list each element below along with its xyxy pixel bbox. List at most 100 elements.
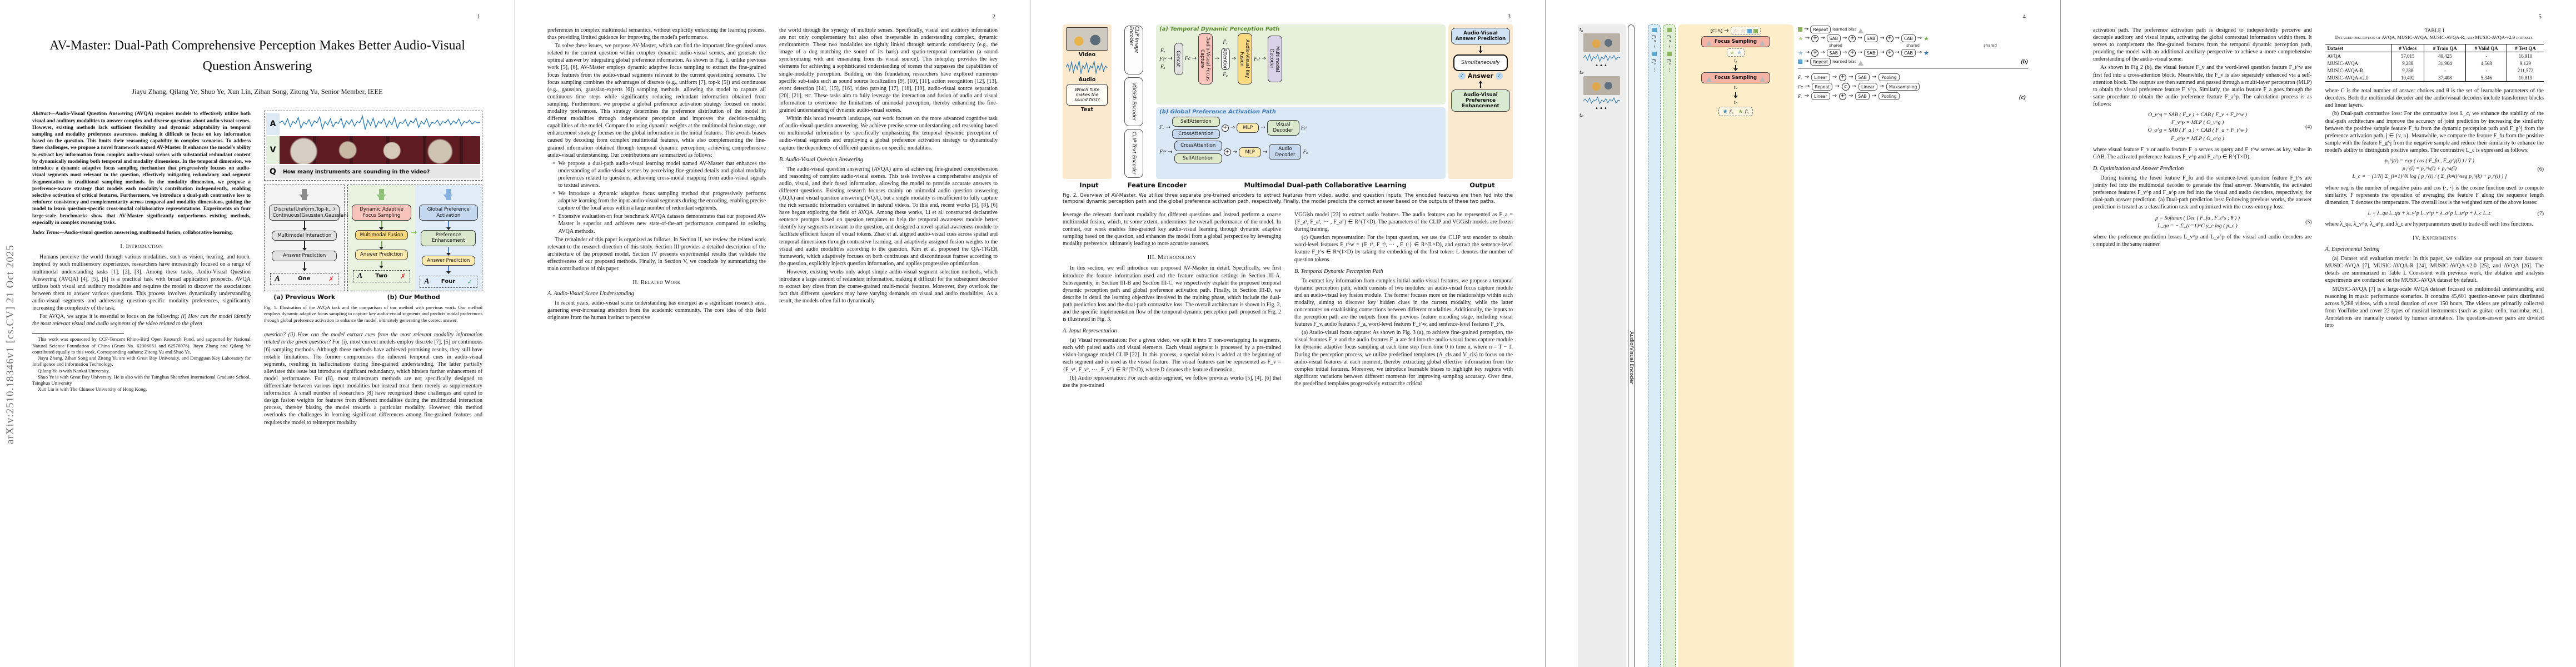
multimodal-decoder-box: Multimodal Decoder bbox=[1267, 36, 1282, 82]
feature-ftw-label: Fₜʷ bbox=[1159, 150, 1167, 156]
page-3: 3 Video Audio Which flute makes the soun… bbox=[1030, 0, 1546, 667]
mlp-box: MLP bbox=[1239, 147, 1262, 157]
self-attention-box: SelfAttention bbox=[1174, 153, 1222, 164]
arrow-right-icon: → bbox=[1871, 74, 1877, 80]
arrow-right-icon: → bbox=[1804, 26, 1809, 32]
eq5-line2: L_qa = − Σ_(c=1)^C y_c log ( p_c ) bbox=[2158, 222, 2238, 229]
visual-feature-icon bbox=[1798, 27, 1802, 32]
bullet-icon: • bbox=[553, 213, 555, 220]
arrow-down-icon bbox=[1733, 92, 1738, 98]
feature-fts-label: Fₜˢ bbox=[1301, 125, 1307, 131]
ellipsis: ⋮ bbox=[1652, 67, 1657, 73]
p2-c2-paragraph-1: the world through the synergy of multipl… bbox=[779, 27, 998, 114]
page5-col2: TABLE I Detailed description of AVQA, MU… bbox=[2325, 27, 2544, 330]
cab-box: CAB bbox=[1901, 34, 1916, 42]
table-header-row: Dataset # Videos # Train QA # Valid QA #… bbox=[2325, 44, 2544, 53]
fig2-stage-labels: Input Feature Encoder Multimodal Dual-pa… bbox=[1063, 181, 1513, 189]
cell: 5,346 bbox=[2465, 74, 2507, 82]
cell: - bbox=[2465, 52, 2507, 60]
question-note: Which flute makes the sound first? bbox=[1067, 84, 1108, 106]
page2-col2: the world through the synergy of multipl… bbox=[779, 27, 998, 322]
page3-col2: VGGish model [23] to extract audio featu… bbox=[1294, 211, 1513, 390]
section-2b-heading: B. Audio-Visual Question Answering bbox=[779, 156, 864, 163]
index-terms: Index Terms—Audio-visual question answer… bbox=[32, 230, 251, 236]
fig3-right-area: → Repeat learned bias ★ → + → SAB → bbox=[1798, 24, 2028, 667]
check-icon: ✓ bbox=[1495, 72, 1503, 79]
intro-p2-normal: For AVQA, we argue it is essential to fo… bbox=[39, 313, 181, 320]
cell: - bbox=[2424, 67, 2466, 74]
audio-visual-preference-enhancement-box: Audio-Visual Preference Enhancement bbox=[1451, 89, 1510, 112]
video-label: Video bbox=[1078, 52, 1096, 58]
p3-c1-paragraph-1: leverage the relevant dominant modality … bbox=[1063, 211, 1281, 247]
p5-c2-paragraph-2: (b) Dual-path contrastive loss: For the … bbox=[2325, 111, 2544, 153]
learned-bias-icon bbox=[1706, 74, 1712, 82]
sab-box: SAB bbox=[1864, 49, 1879, 57]
arrow-down-icon bbox=[376, 189, 387, 201]
learned-bias-icon bbox=[1760, 74, 1765, 82]
bullet-text: Extensive evaluation on four benchmark A… bbox=[558, 213, 766, 235]
global-preference-activation-path: (b) Global Preference Activation Path Fᵥ… bbox=[1156, 107, 1446, 179]
feature-fts-label: Fₜˢ bbox=[1253, 56, 1260, 62]
col-videos: # Videos bbox=[2391, 44, 2424, 53]
section-3d-heading: D. Optimization and Answer Prediction bbox=[2093, 166, 2184, 172]
ellipsis: ⋮ bbox=[1652, 44, 1657, 49]
audio-visual-focus-capture-box: Audio-Visual Focus Capture bbox=[1198, 33, 1213, 84]
feature-fvk-label: Fᵥᵏ bbox=[1666, 58, 1672, 64]
cell: 9,288 bbox=[2391, 59, 2424, 67]
arrow-down-icon bbox=[299, 189, 310, 201]
time-t0-label: t₀ bbox=[1734, 58, 1737, 63]
arrow-right-icon: → bbox=[1805, 35, 1810, 41]
col2-normal-text: For (i), most current models employ disc… bbox=[264, 339, 482, 426]
plus-circle-icon: + bbox=[1811, 34, 1819, 42]
fig1-label-b: (b) Our Method bbox=[387, 293, 440, 301]
dynamic-adaptive-focus-sampling-box: Dynamic Adaptive Focus Sampling bbox=[352, 205, 411, 221]
audio-feature-icon bbox=[1747, 28, 1752, 33]
contribution-bullet-3: •Extensive evaluation on four benchmark … bbox=[553, 213, 766, 235]
cab-box: CAB bbox=[1901, 49, 1916, 57]
feature-fc-label: Fᴄ bbox=[1798, 84, 1803, 89]
section-2a-heading: A. Audio-Visual Scene Understanding bbox=[547, 291, 634, 297]
answer-letter: A bbox=[275, 274, 280, 283]
page-number: 3 bbox=[1507, 13, 1511, 20]
audio-visual-key-fusion-box: Audio-Visual Key Fusion bbox=[1237, 33, 1252, 84]
arrow-right-icon: → bbox=[1192, 56, 1197, 62]
path-a-title: (a) Temporal Dynamic Perception Path bbox=[1159, 26, 1280, 32]
eq6-number: (6) bbox=[2537, 166, 2544, 172]
plus-circle-icon: + bbox=[1848, 34, 1856, 42]
clip-text-encoder-box: CLIP Text Encoder bbox=[1124, 129, 1143, 178]
arrow-right-icon: → bbox=[1851, 83, 1856, 89]
ellipsis: ••• bbox=[1595, 63, 1608, 69]
dashed-arrow-down-icon bbox=[379, 241, 384, 250]
bullet-icon: • bbox=[553, 160, 555, 167]
bullet-icon: • bbox=[553, 191, 555, 197]
visual-decoder-box: Visual Decoder bbox=[1267, 120, 1299, 136]
p5-c2-paragraph-6: MUSIC-AVQA [7] is a large-scale AVQA dat… bbox=[2325, 286, 2544, 329]
fig1-flow: Discrete(Uniform,Top-k...) Continuous(Ga… bbox=[264, 185, 482, 291]
sab-box: SAB bbox=[1826, 34, 1841, 42]
arxiv-watermark: arXiv:2510.18346v1 [cs.CV] 21 Oct 2025 bbox=[4, 245, 16, 445]
template-star-icon: ★ bbox=[1736, 49, 1742, 56]
fig1-video-row: V bbox=[266, 136, 480, 165]
eq5-line1: p = Softmax ( Dec ( F_fu , F_t^s ; θ ) ) bbox=[2155, 215, 2240, 221]
arrow-right-icon: → bbox=[1261, 56, 1266, 62]
p3-c1-paragraph-2: In this section, we will introduce our p… bbox=[1063, 265, 1281, 323]
feature-fa-tilde-label: F̃ₐ bbox=[1798, 74, 1802, 80]
arrow-right-icon: → bbox=[1820, 35, 1825, 41]
template-star-icon: ★ bbox=[1729, 49, 1735, 56]
time-tn-label: tₙ bbox=[1733, 99, 1738, 105]
audio-visual-answer-prediction-box: Audio-Visual Answer Prediction bbox=[1451, 28, 1510, 44]
question-text: How many instruments are sounding in the… bbox=[280, 165, 480, 179]
feature-fa-tilde-label: F̃ₐ bbox=[1729, 109, 1734, 115]
p5-c2-paragraph-3: where neg is the number of negative pair… bbox=[2325, 185, 2544, 206]
learned-bias-icon bbox=[1858, 26, 1864, 33]
sab-box: SAB bbox=[1864, 34, 1879, 42]
p5-c1-paragraph-3: where visual feature F_v or audio featur… bbox=[2093, 146, 2312, 160]
question-row-label: Q bbox=[266, 165, 280, 179]
text-label: Text bbox=[1080, 107, 1094, 113]
fig2-output-column: Audio-Visual Answer Prediction Simultane… bbox=[1448, 24, 1513, 179]
arrow-right-icon: → bbox=[1857, 35, 1862, 41]
audio-label: Audio bbox=[1078, 77, 1096, 83]
cross-attention-box: CrossAttention bbox=[1172, 129, 1220, 140]
